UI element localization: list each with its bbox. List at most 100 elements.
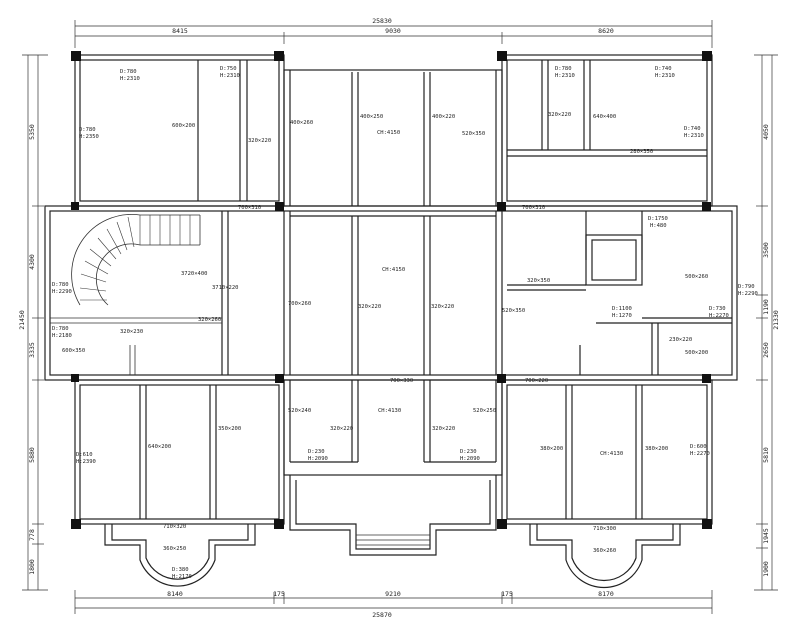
dim-top-total: 25830 bbox=[372, 17, 392, 25]
dim-bottom-right: 8170 bbox=[598, 590, 614, 598]
dim-right-1: 4050 bbox=[762, 124, 770, 140]
label-beam-mm-3: 320×220 bbox=[431, 304, 454, 310]
label-w-bm-3: D:230 bbox=[460, 449, 477, 455]
dim-right-total: 21330 bbox=[772, 310, 780, 330]
label-w-tr-4: H:2310 bbox=[655, 73, 675, 79]
label-ch-br: CH:4130 bbox=[600, 451, 623, 457]
label-w-mr-8: H:2270 bbox=[709, 313, 729, 319]
label-w-br-1: D:600 bbox=[690, 444, 707, 450]
exterior-walls bbox=[44, 54, 738, 525]
label-w-tr-5: D:740 bbox=[684, 126, 701, 132]
label-beam-ml-2: 600×350 bbox=[62, 348, 85, 354]
label-beam-mm-1: 700×260 bbox=[288, 301, 311, 307]
label-beam-ml-1: 320×230 bbox=[120, 329, 143, 335]
label-w-mr-6: H:1270 bbox=[612, 313, 632, 319]
label-w-tr-6: H:2310 bbox=[684, 133, 704, 139]
label-stair-2: 3710×220 bbox=[212, 285, 239, 291]
label-w-mr-4: H:2290 bbox=[738, 291, 758, 297]
dimension-lines bbox=[22, 20, 778, 614]
label-w-bm-1: D:230 bbox=[308, 449, 325, 455]
interior-walls bbox=[50, 60, 732, 519]
label-w-tr-2: H:2310 bbox=[555, 73, 575, 79]
label-w-tl-5: D:780 bbox=[79, 127, 96, 133]
label-beam-lower-1: 700×330 bbox=[390, 378, 413, 384]
dim-right-5: 5810 bbox=[762, 447, 770, 463]
bay-windows-and-porches bbox=[104, 475, 681, 589]
label-w-tl-1: D:780 bbox=[120, 69, 137, 75]
label-beam-br-3: 710×300 bbox=[593, 526, 616, 532]
label-w-tl-3: D:750 bbox=[220, 66, 237, 72]
label-w-mr-3: D:790 bbox=[738, 284, 755, 290]
label-beam-mr-1: 520×350 bbox=[502, 308, 525, 314]
label-beam-br-4: 360×260 bbox=[593, 548, 616, 554]
label-beam-bl-2: 350×200 bbox=[218, 426, 241, 432]
label-beam-tr-1: 320×220 bbox=[548, 112, 571, 118]
label-ch-bot: CH:4130 bbox=[378, 408, 401, 414]
label-w-bl-2: H:2390 bbox=[76, 459, 96, 465]
label-w-bl-4: H:2170 bbox=[172, 574, 192, 580]
dim-top-right: 8620 bbox=[598, 27, 614, 35]
label-beam-m-1: 700×310 bbox=[238, 205, 261, 211]
label-w-bm-4: H:2090 bbox=[460, 456, 480, 462]
label-ch-top: CH:4150 bbox=[377, 130, 400, 136]
dim-top-mid: 9030 bbox=[385, 27, 401, 35]
label-beam-bl-3: 710×320 bbox=[163, 524, 186, 530]
label-w-ml-4: H:2180 bbox=[52, 333, 72, 339]
structural-columns bbox=[71, 51, 712, 529]
label-w-bm-2: H:2090 bbox=[308, 456, 328, 462]
label-beam-tr-3: 280×350 bbox=[630, 149, 653, 155]
dim-left-5: 778 bbox=[28, 529, 36, 541]
dim-left-3: 3335 bbox=[28, 342, 36, 358]
label-w-tl-6: H:2350 bbox=[79, 134, 99, 140]
dim-right-2: 3500 bbox=[762, 242, 770, 258]
label-beam-bm-3: 320×220 bbox=[432, 426, 455, 432]
label-w-ml-1: D:780 bbox=[52, 282, 69, 288]
label-w-br-2: H:2270 bbox=[690, 451, 710, 457]
dim-left-1: 5350 bbox=[28, 124, 36, 140]
label-w-ml-2: H:2290 bbox=[52, 289, 72, 295]
label-w-mr-1: D:1750 bbox=[648, 216, 668, 222]
label-w-bl-3: D:380 bbox=[172, 567, 189, 573]
dim-right-7: 1900 bbox=[762, 561, 770, 577]
dim-bottom-gap-b: 175 bbox=[501, 590, 513, 598]
dim-right-3: 1190 bbox=[762, 299, 770, 315]
label-w-mr-5: D:1100 bbox=[612, 306, 632, 312]
dim-top-left: 8415 bbox=[172, 27, 188, 35]
label-beam-bm-2: 320×220 bbox=[330, 426, 353, 432]
label-beam-mr-2: 320×350 bbox=[527, 278, 550, 284]
label-beam-br-1: 380×200 bbox=[540, 446, 563, 452]
label-beam-mr-3: 500×260 bbox=[685, 274, 708, 280]
label-beam-mr-4: 230×220 bbox=[669, 337, 692, 343]
label-w-tl-2: H:2310 bbox=[120, 76, 140, 82]
label-beam-tl-1: 600×200 bbox=[172, 123, 195, 129]
dim-right-4: 2650 bbox=[762, 342, 770, 358]
dim-bottom-total: 25870 bbox=[372, 611, 392, 619]
label-w-mr-7: D:730 bbox=[709, 306, 726, 312]
dim-bottom-left: 8140 bbox=[167, 590, 183, 598]
label-beam-tm-2: 400×250 bbox=[360, 114, 383, 120]
label-stair-1: 3720×400 bbox=[181, 271, 208, 277]
spiral-staircase bbox=[71, 214, 201, 306]
dim-left-2: 4300 bbox=[28, 254, 36, 270]
label-beam-bl-1: 640×200 bbox=[148, 444, 171, 450]
label-beam-mm-2: 320×220 bbox=[358, 304, 381, 310]
label-beam-tl-2: 320×220 bbox=[248, 138, 271, 144]
dim-left-6: 1800 bbox=[28, 559, 36, 575]
dim-bottom-gap-a: 175 bbox=[273, 590, 285, 598]
label-beam-tr-2: 640×400 bbox=[593, 114, 616, 120]
label-beam-m-2: 700×310 bbox=[522, 205, 545, 211]
dim-left-total: 21450 bbox=[18, 310, 26, 330]
dim-right-6: 1945 bbox=[762, 528, 770, 544]
label-beam-bm-4: 520×250 bbox=[473, 408, 496, 414]
dim-bottom-mid: 9210 bbox=[385, 590, 401, 598]
label-w-tr-1: D:780 bbox=[555, 66, 572, 72]
label-beam-tm-1: 400×260 bbox=[290, 120, 313, 126]
label-stair-3: 320×260 bbox=[198, 317, 221, 323]
label-w-bl-1: D:610 bbox=[76, 452, 93, 458]
label-beam-mr-5: 500×200 bbox=[685, 350, 708, 356]
label-w-tr-3: D:740 bbox=[655, 66, 672, 72]
label-beam-lower-2: 700×220 bbox=[525, 378, 548, 384]
label-beam-tm-3: 400×220 bbox=[432, 114, 455, 120]
label-beam-tm-4: 520×350 bbox=[462, 131, 485, 137]
